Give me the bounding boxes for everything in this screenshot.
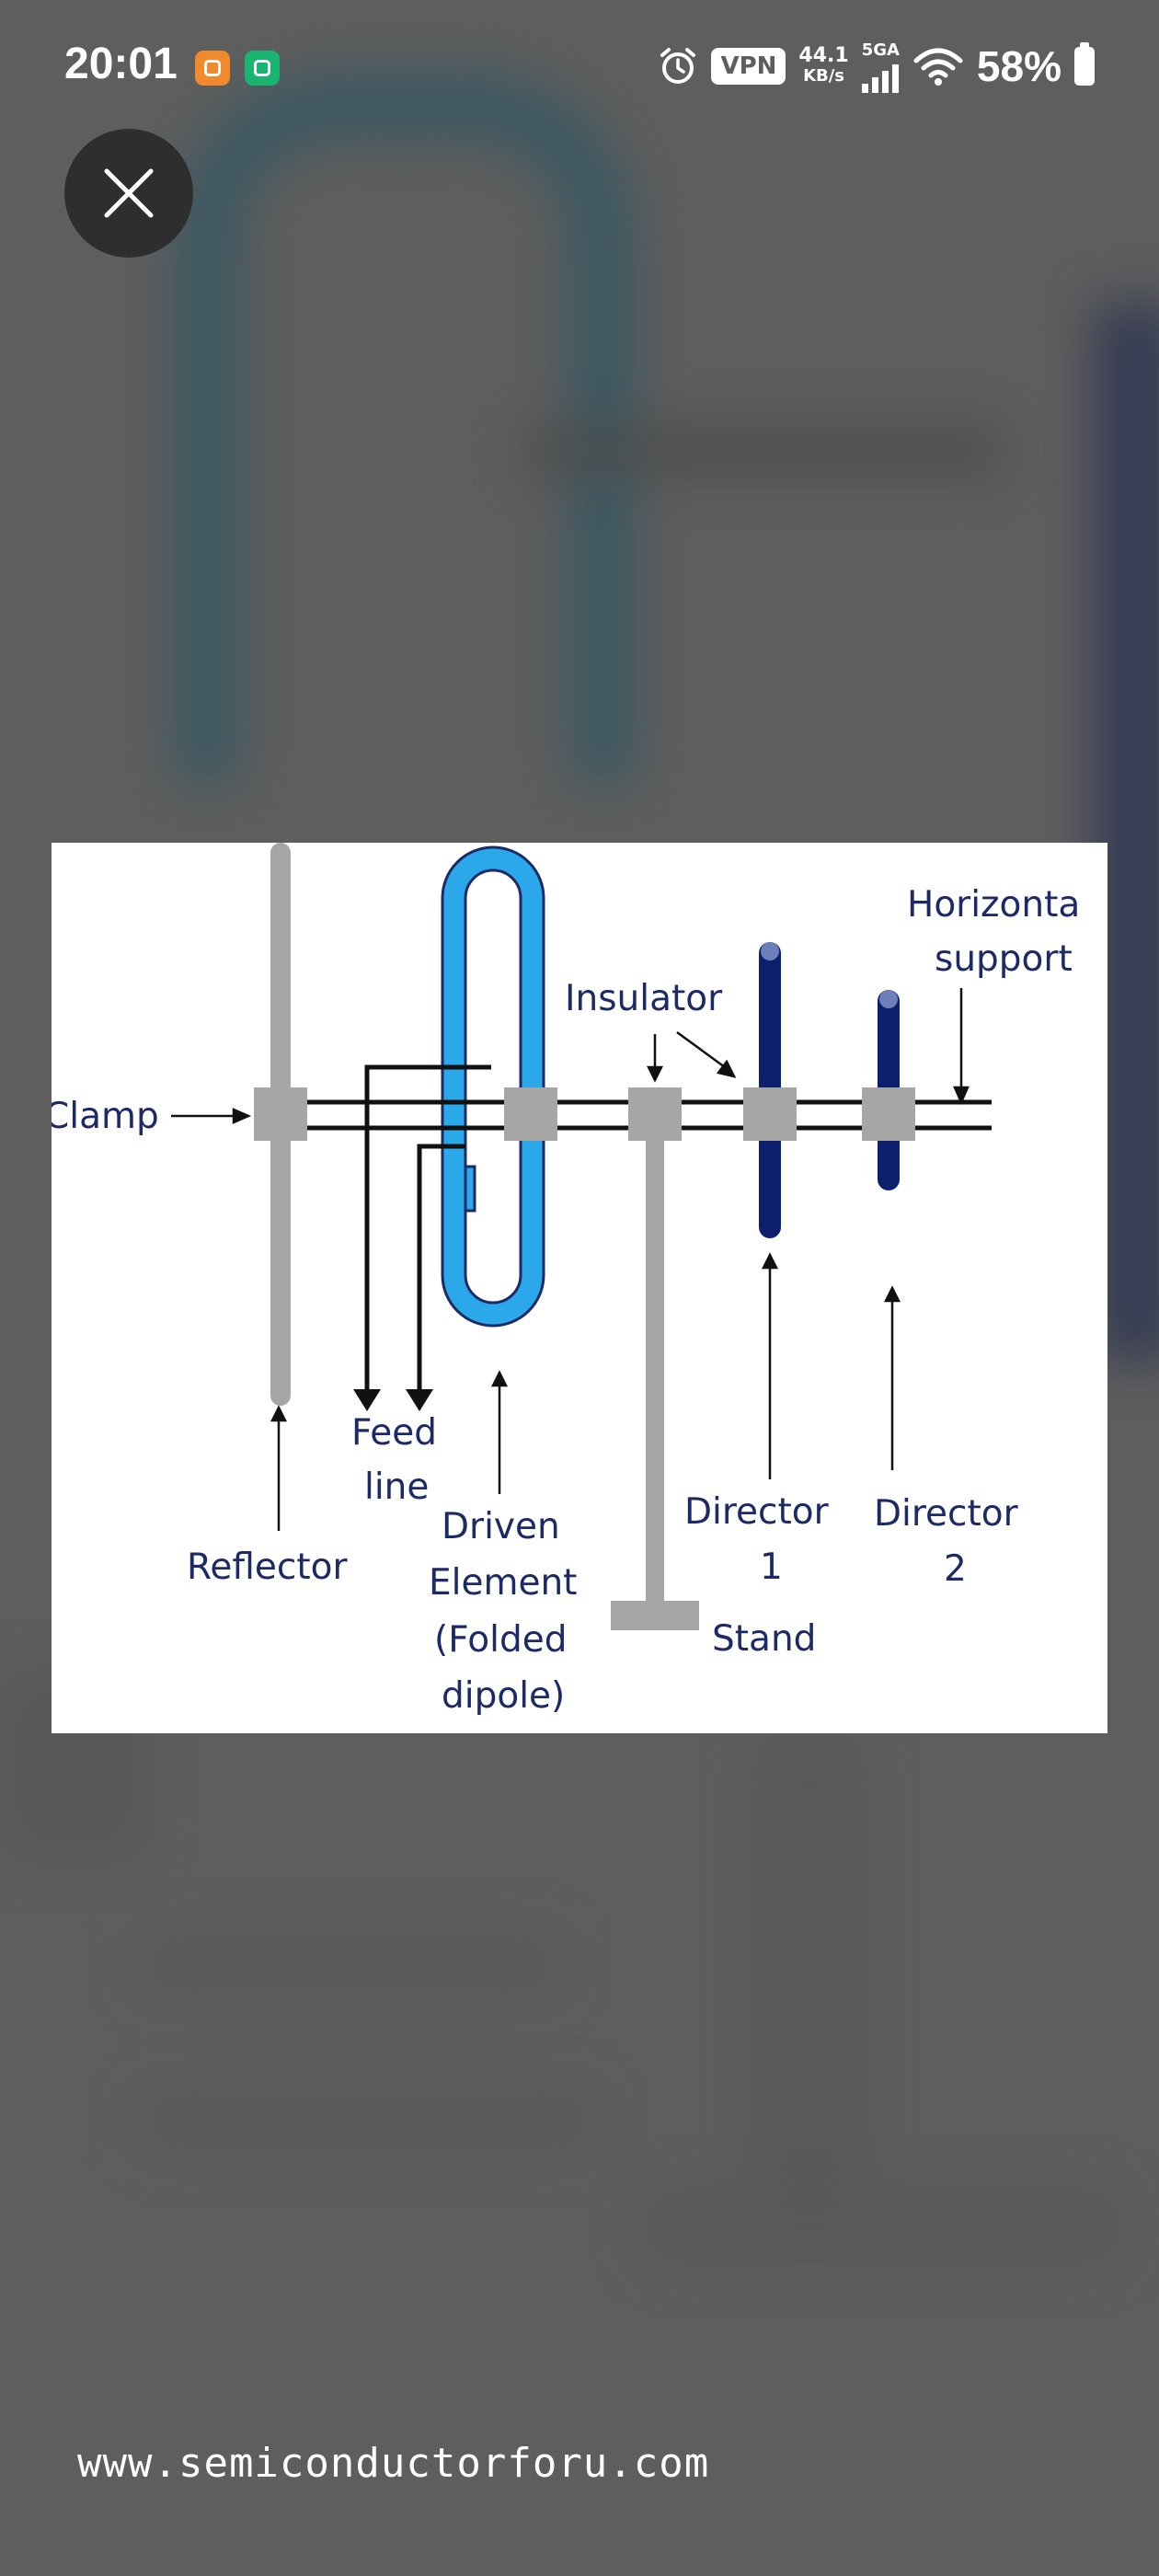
wifi-icon (913, 48, 963, 86)
label-driven-1: Driven (442, 1506, 560, 1547)
yagi-antenna-diagram: Clamp Horizonta support Insulator Feed l… (52, 843, 1080, 1717)
alarm-icon (660, 48, 696, 84)
antenna-diagram-image: Clamp Horizonta support Insulator Feed l… (52, 843, 1107, 1733)
insulator-block-director2 (862, 1087, 915, 1141)
folded-dipole (441, 845, 545, 1328)
label-clamp: Clamp (52, 1096, 159, 1137)
speed-unit: KB/s (803, 66, 845, 86)
label-horizontal-support-2: support (935, 938, 1073, 980)
vpn-icon: VPN (711, 48, 786, 85)
speed-value: 44.1 (798, 44, 849, 67)
label-insulator: Insulator (565, 978, 723, 1019)
signal-icon: 5GA (861, 40, 900, 93)
battery-icon (1074, 42, 1095, 86)
close-icon (104, 168, 154, 218)
label-feed-line-1: Feed (351, 1412, 437, 1454)
label-reflector: Reflector (187, 1547, 348, 1588)
label-director-1-num: 1 (760, 1547, 783, 1588)
battery-percent: 58% (976, 42, 1061, 90)
label-horizontal-support: Horizonta (907, 884, 1080, 926)
stand-pole (646, 1110, 664, 1549)
status-time: 20:01 (64, 40, 178, 88)
label-driven-3: (Folded (434, 1619, 567, 1661)
insulator-block-dipole (504, 1087, 557, 1141)
app-icon-orange (195, 51, 230, 86)
app-icon-green (245, 51, 280, 86)
status-indicators: VPN 44.1 KB/s 5GA 58% (658, 39, 1095, 94)
label-director-1: Director (684, 1491, 830, 1533)
label-stand: Stand (712, 1618, 816, 1660)
label-driven-4: dipole) (442, 1675, 565, 1717)
clamp-block (254, 1087, 307, 1141)
status-bar: 20:01 VPN 44.1 KB/s 5GA 58% (0, 0, 1159, 138)
label-driven-2: Element (429, 1562, 577, 1604)
label-director-2-num: 2 (944, 1548, 967, 1590)
network-speed: 44.1 KB/s (798, 46, 848, 86)
label-feed-line-2: line (364, 1466, 429, 1508)
label-director-2: Director (874, 1493, 1019, 1535)
network-type: 5GA (861, 40, 900, 60)
feed-line (364, 1064, 491, 1393)
close-button[interactable] (64, 129, 193, 258)
insulator-block-stand (628, 1087, 682, 1141)
watermark-text: www.semiconductorforu.com (77, 2440, 710, 2487)
insulator-block-director1 (743, 1087, 797, 1141)
